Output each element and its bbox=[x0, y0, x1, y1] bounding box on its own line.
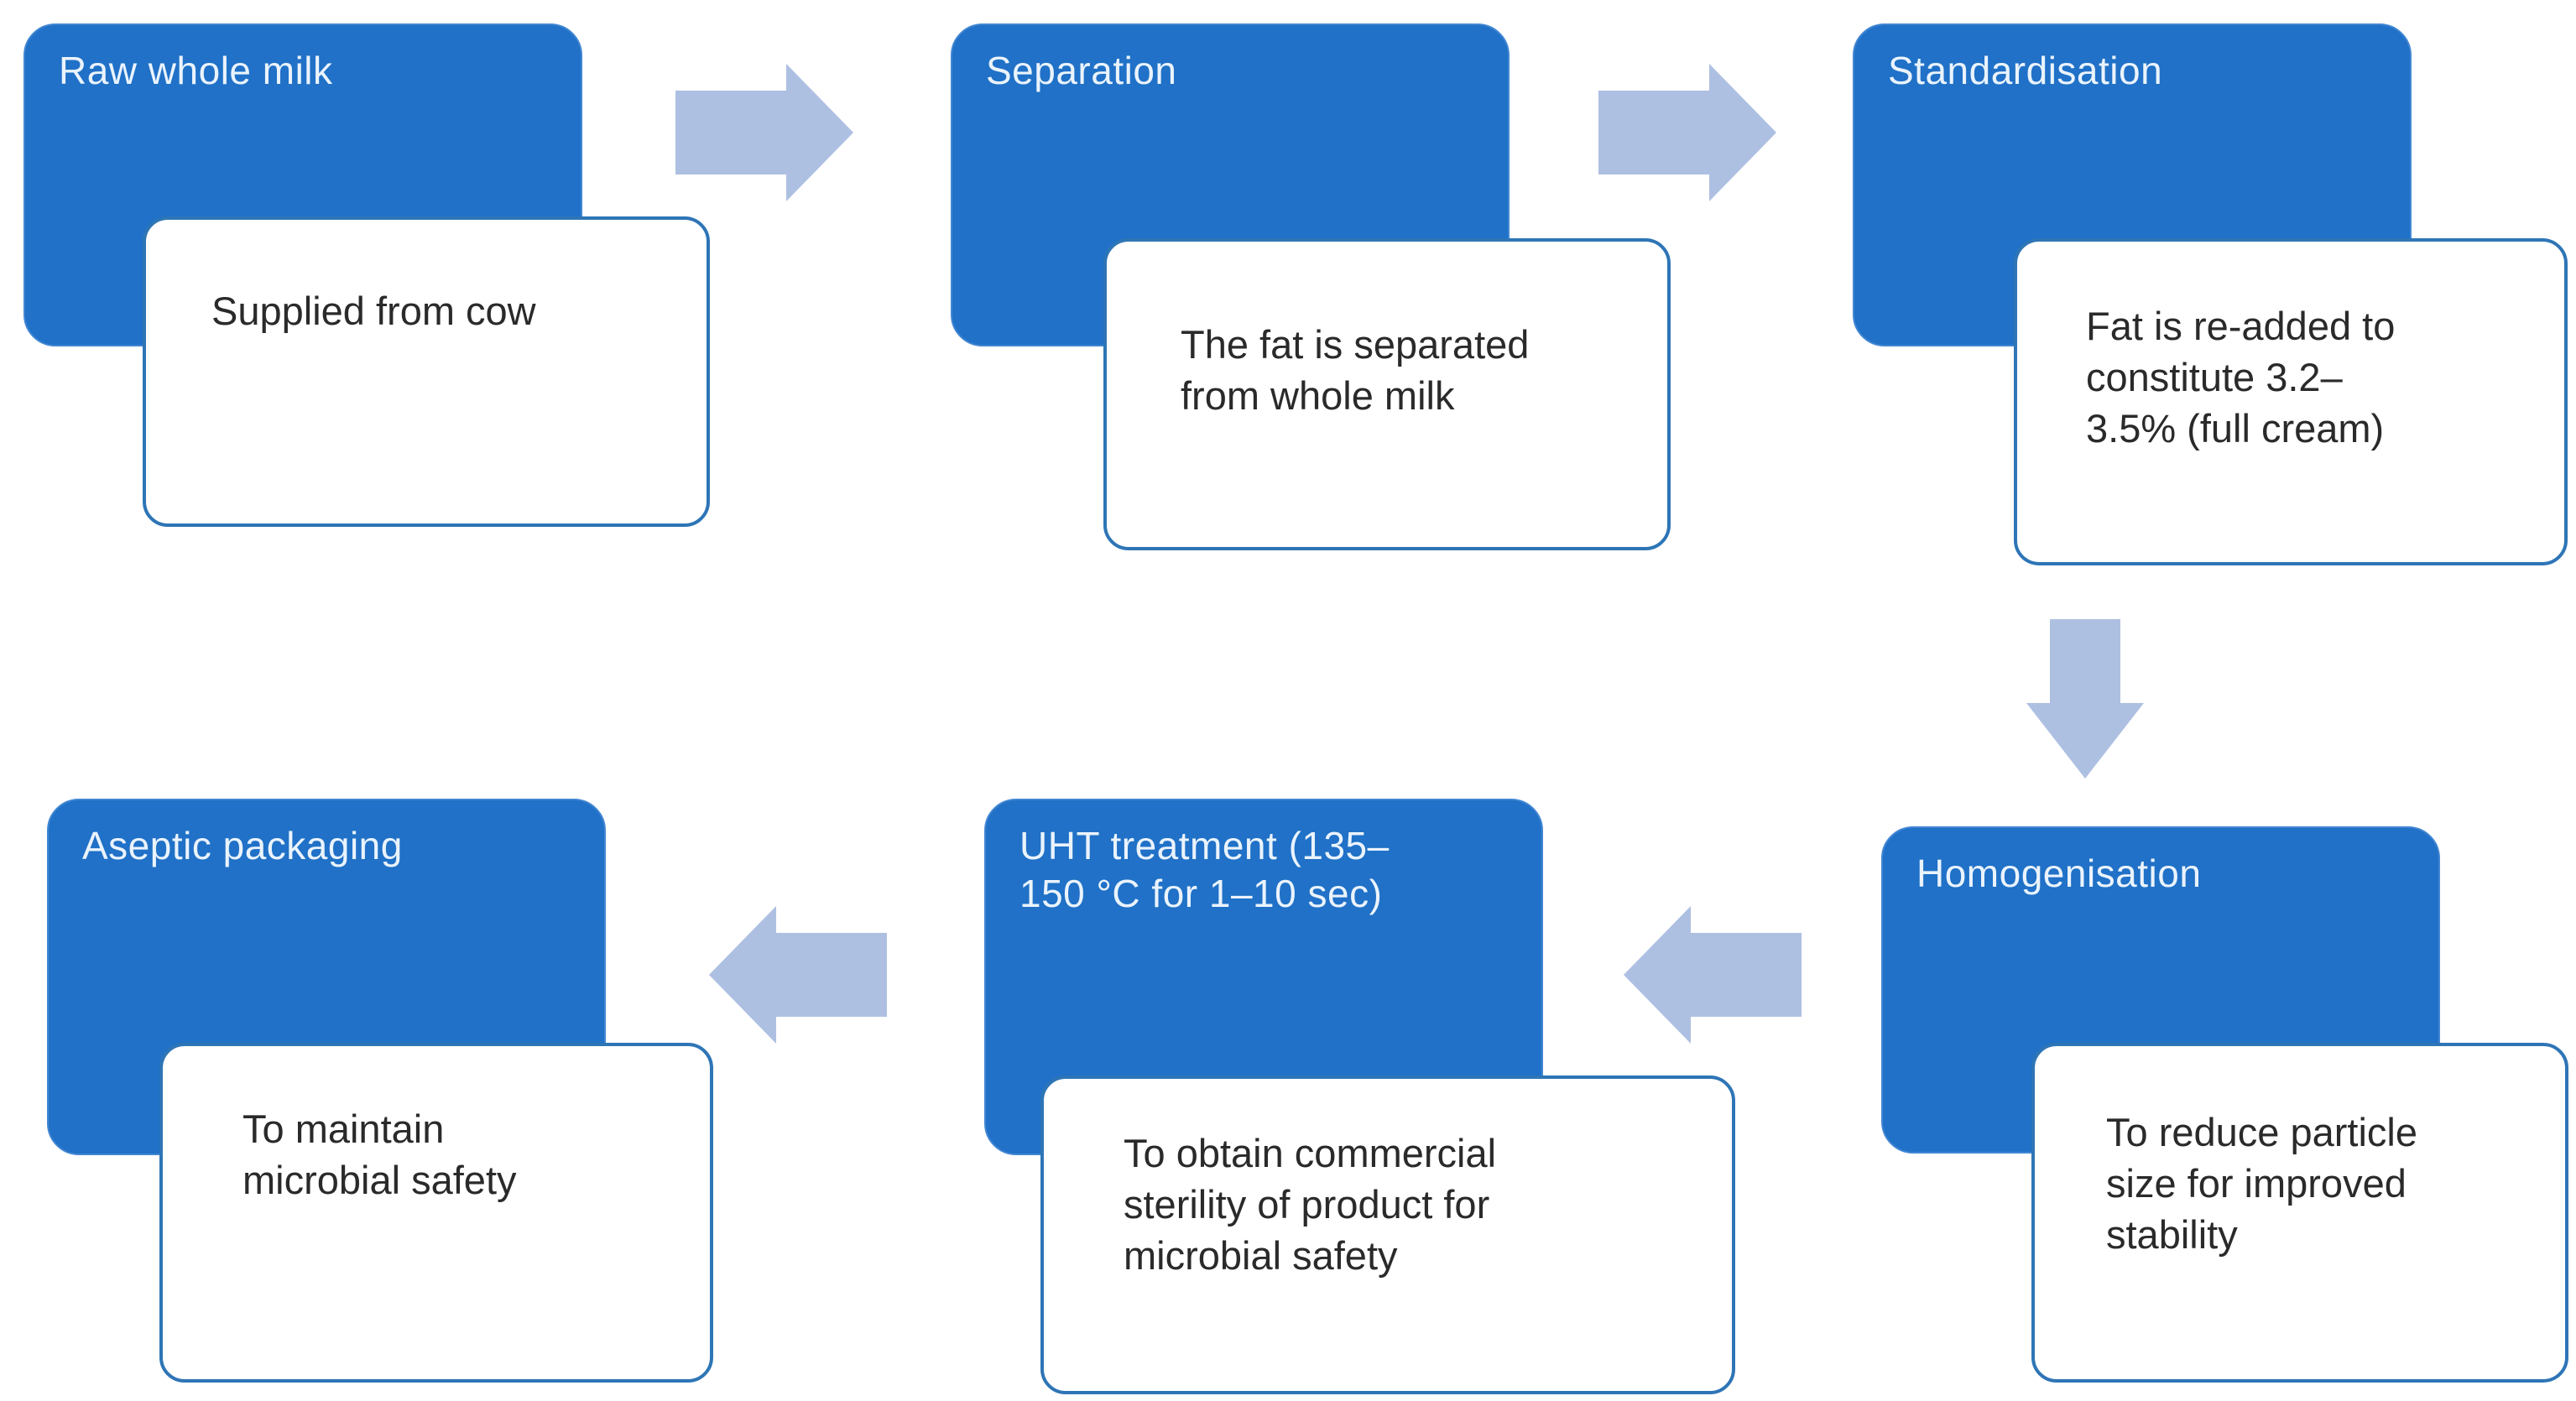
note-text-uht-treatment: To obtain commercial sterility of produc… bbox=[1124, 1131, 1497, 1279]
note-text-raw-whole-milk: Supplied from cow bbox=[211, 289, 536, 333]
arrow-standardisation-to-homogenisation-icon bbox=[2026, 619, 2144, 779]
note-box-uht-treatment: To obtain commercial sterility of produc… bbox=[1040, 1075, 1735, 1394]
note-text-standardisation: Fat is re-added to constitute 3.2–3.5% (… bbox=[2086, 304, 2396, 451]
arrow-separation-to-standardisation-icon bbox=[1598, 64, 1776, 201]
step-title-uht-treatment: UHT treatment (135–150 °C for 1–10 sec) bbox=[1019, 824, 1390, 916]
note-box-aseptic-packaging: To maintain microbial safety bbox=[159, 1043, 713, 1383]
arrow-uht-to-aseptic-icon bbox=[709, 906, 887, 1044]
arrow-raw-to-separation-icon bbox=[675, 64, 853, 201]
note-box-raw-whole-milk: Supplied from cow bbox=[143, 216, 710, 527]
note-box-standardisation: Fat is re-added to constitute 3.2–3.5% (… bbox=[2014, 238, 2568, 565]
step-title-aseptic-packaging: Aseptic packaging bbox=[82, 824, 403, 867]
step-title-separation: Separation bbox=[986, 49, 1177, 92]
step-title-standardisation: Standardisation bbox=[1888, 49, 2163, 92]
note-box-separation: The fat is separated from whole milk bbox=[1103, 238, 1671, 550]
note-text-homogenisation: To reduce particle size for improved sta… bbox=[2106, 1110, 2417, 1258]
step-box-aseptic-packaging: Aseptic packaging bbox=[47, 799, 606, 1155]
note-text-separation: The fat is separated from whole milk bbox=[1181, 322, 1530, 419]
step-title-homogenisation: Homogenisation bbox=[1916, 852, 2202, 895]
note-box-homogenisation: To reduce particle size for improved sta… bbox=[2031, 1043, 2568, 1383]
note-text-aseptic-packaging: To maintain microbial safety bbox=[242, 1107, 517, 1203]
step-title-raw-whole-milk: Raw whole milk bbox=[59, 49, 333, 92]
arrow-homogenisation-to-uht-icon bbox=[1624, 906, 1802, 1044]
